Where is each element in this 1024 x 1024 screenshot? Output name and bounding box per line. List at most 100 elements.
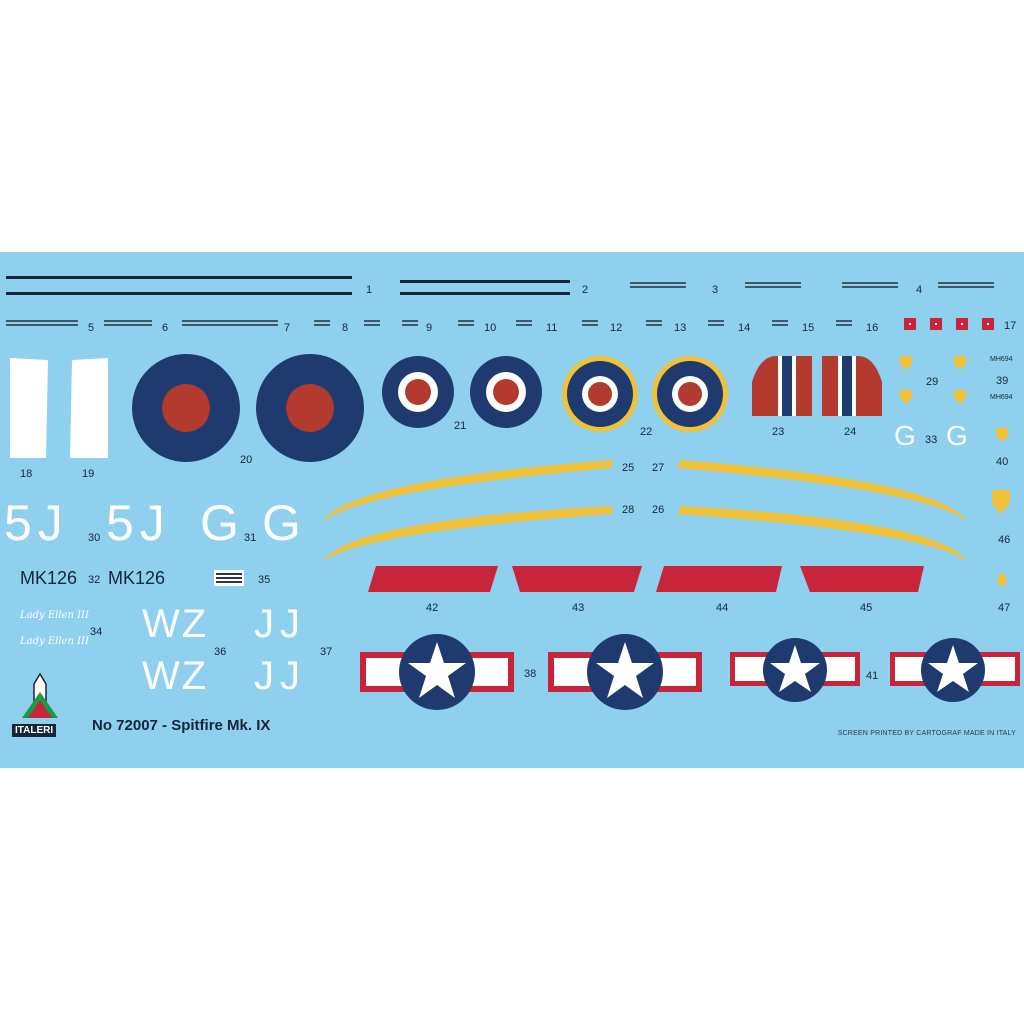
- roundel-22a-red: [588, 382, 612, 406]
- stencil-3b: [745, 282, 801, 290]
- label-12: 12: [610, 322, 623, 334]
- label-40: 40: [996, 456, 1009, 468]
- yellow-shield-46: [992, 490, 1010, 514]
- label-5: 5: [88, 322, 95, 334]
- code-g-a: G: [200, 495, 239, 551]
- label-17: 17: [1004, 320, 1017, 332]
- serial-mh694-a: MH694: [990, 356, 1013, 363]
- fin-flash-23-white2: [792, 356, 796, 416]
- label-39: 39: [996, 375, 1009, 387]
- stencil-12: [582, 320, 598, 328]
- yellow-shield-29b: [954, 356, 966, 370]
- yellow-arc-28: [322, 506, 612, 562]
- label-30: 30: [88, 532, 101, 544]
- yellow-shield-29d: [954, 390, 966, 404]
- red-band-44: [656, 566, 782, 592]
- sheet-title: No 72007 - Spitfire Mk. IX: [92, 717, 271, 734]
- yellow-tag-47: [998, 574, 1006, 586]
- code-wz-a: WZ: [142, 602, 209, 646]
- label-29: 29: [926, 376, 939, 388]
- label-43: 43: [572, 602, 585, 614]
- red-band-45: [800, 566, 924, 592]
- stencil-14: [708, 320, 724, 328]
- yellow-shield-29c: [900, 390, 912, 404]
- label-46: 46: [998, 534, 1011, 546]
- label-47: 47: [998, 602, 1011, 614]
- red-marker-2: [930, 318, 942, 330]
- label-44: 44: [716, 602, 729, 614]
- yellow-arc-25: [322, 460, 612, 522]
- red-marker-1: [904, 318, 916, 330]
- label-23: 23: [772, 426, 785, 438]
- label-18: 18: [20, 468, 33, 480]
- label-20: 20: [240, 454, 253, 466]
- stencil-7: [182, 320, 278, 328]
- label-21: 21: [454, 420, 467, 432]
- stripe-1a: [6, 276, 352, 279]
- label-45: 45: [860, 602, 873, 614]
- code-5j-a: 5J: [4, 495, 69, 551]
- fin-flash-23-white: [778, 356, 782, 416]
- stencil-9b: [402, 320, 418, 328]
- stencil-8: [314, 320, 330, 328]
- serial-mk126-a: MK126: [20, 568, 78, 588]
- code-5j-b: 5J: [106, 495, 171, 551]
- stencil-10: [458, 320, 474, 328]
- fin-flash-24-white: [838, 356, 842, 416]
- decal-graphics: [10, 354, 1020, 718]
- code-jj-b: JJ: [254, 654, 306, 698]
- yellow-arc-27: [678, 460, 968, 522]
- stencil-13: [646, 320, 662, 328]
- label-25: 25: [622, 462, 635, 474]
- us-star-38a: [408, 642, 466, 698]
- decal-sheet: 1 2 3 4 5 6 7 8 9 10 11 12 13 14 15 16 1…: [0, 252, 1024, 768]
- nose-art-b: Lady Ellen III: [20, 636, 89, 647]
- label-9: 9: [426, 322, 433, 334]
- roundel-21b-red: [493, 379, 519, 405]
- serial-mk126-b: MK126: [108, 568, 166, 588]
- stripe-1b: [6, 292, 352, 295]
- red-marker-3: [956, 318, 968, 330]
- label-28: 28: [622, 504, 635, 516]
- label-26: 26: [652, 504, 665, 516]
- stencil-9: [364, 320, 380, 328]
- label-19: 19: [82, 468, 95, 480]
- label-22: 22: [640, 426, 653, 438]
- code-g33-a: G: [894, 420, 916, 451]
- nose-art-a: Lady Ellen III: [20, 610, 89, 621]
- label-35: 35: [258, 574, 271, 586]
- serial-mh694-b: MH694: [990, 394, 1013, 401]
- white-panel-18: [10, 358, 48, 458]
- brand-logo: ITALERI: [12, 724, 57, 737]
- us-star-41b: [928, 645, 978, 692]
- yellow-shield-29a: [900, 356, 912, 370]
- roundel-20b-center: [286, 384, 334, 432]
- label-15: 15: [802, 322, 815, 334]
- yellow-shield-40: [996, 428, 1008, 442]
- label-37: 37: [320, 646, 333, 658]
- red-band-42: [368, 566, 498, 592]
- stencil-15: [772, 320, 788, 328]
- code-g33-b: G: [946, 420, 968, 451]
- roundel-20a-center: [162, 384, 210, 432]
- stripe-2a: [400, 280, 570, 283]
- label-2: 2: [582, 284, 589, 296]
- label-6: 6: [162, 322, 169, 334]
- label-42: 42: [426, 602, 439, 614]
- label-33: 33: [925, 434, 938, 446]
- label-38: 38: [524, 668, 537, 680]
- yellow-arc-26: [678, 506, 968, 562]
- fin-flash-23-blue: [782, 356, 792, 416]
- stencil-4b: [938, 282, 994, 290]
- label-14: 14: [738, 322, 751, 334]
- roundel-21a-red: [405, 379, 431, 405]
- label-8: 8: [342, 322, 349, 334]
- red-marker-4: [982, 318, 994, 330]
- label-16: 16: [866, 322, 879, 334]
- stencil-3a: [630, 282, 686, 290]
- label-24: 24: [844, 426, 857, 438]
- label-10: 10: [484, 322, 497, 334]
- stripe-2b: [400, 292, 570, 295]
- label-4: 4: [916, 284, 923, 296]
- red-band-43: [512, 566, 642, 592]
